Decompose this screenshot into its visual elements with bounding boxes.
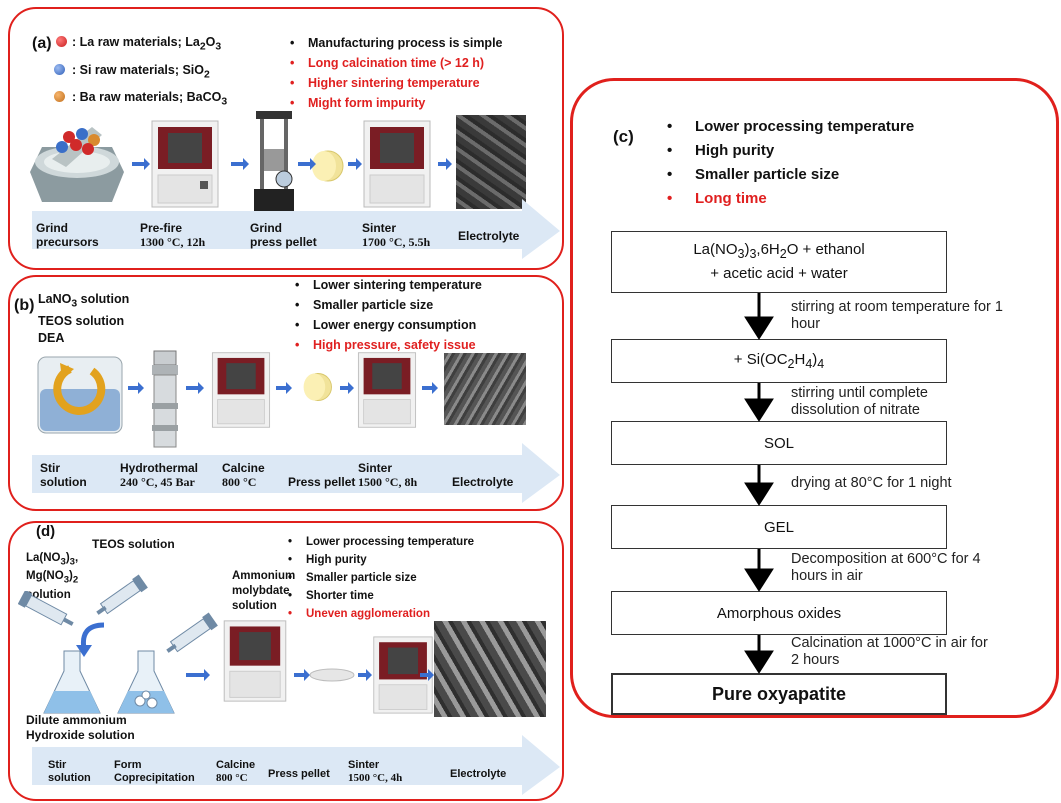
mortar-icon — [30, 127, 124, 202]
flow-box-precursors: La(NO3)3,6H2O + ethanol + acetic acid + … — [611, 231, 947, 293]
bullet-d-2: •High purity — [288, 554, 367, 566]
bullet-d-5: •Uneven agglomeration — [288, 608, 430, 620]
syringe-icon — [166, 612, 218, 653]
furnace-icon — [151, 120, 219, 208]
panel-a: (a) : La raw materials; La2O3 : Si raw m… — [8, 7, 564, 270]
sem-image — [456, 115, 526, 209]
teos-label: TEOS solution — [92, 537, 175, 551]
bullet-c-3: •Smaller particle size — [667, 166, 840, 183]
panel-b-label: (b) — [14, 297, 35, 314]
sem-image — [444, 353, 526, 425]
reagents-b: LaNO3 solution TEOS solution DEA — [38, 292, 130, 345]
legend-si: : Si raw materials; SiO2 — [54, 59, 227, 87]
bullet-a-4: •Might form impurity — [290, 96, 426, 110]
process-arrow-band — [32, 199, 560, 259]
process-arrow-band — [32, 443, 560, 503]
panel-a-label: (a) — [32, 35, 52, 52]
furnace-icon — [211, 352, 271, 428]
step-a-5: Electrolyte — [458, 229, 520, 243]
bullet-a-2: •Long calcination time (> 12 h) — [290, 56, 485, 70]
step-d-6: Electrolyte — [450, 768, 507, 780]
furnace-icon — [223, 620, 287, 702]
press-icon — [254, 111, 294, 211]
step-c-3: drying at 80°C for 1 night — [791, 475, 952, 491]
beaker-icon — [37, 356, 123, 434]
si-ball-icon — [54, 63, 65, 75]
bullet-c-1: •Lower processing temperature — [667, 118, 915, 135]
ba-ball-icon — [54, 91, 65, 102]
legend-la: : La raw materials; La2O3 — [56, 31, 227, 59]
bullet-a-3: •Higher sintering temperature — [290, 76, 480, 90]
curved-arrow-icon — [76, 622, 105, 657]
syringe-icon — [18, 591, 74, 626]
bullet-b-1: •Lower sintering temperature — [295, 278, 482, 292]
bullet-b-2: •Smaller particle size — [295, 298, 434, 312]
furnace-icon — [363, 120, 431, 208]
la-ball-icon — [56, 36, 67, 47]
bullets-c: •Lower processing temperature •High puri… — [667, 115, 914, 211]
bullets-d: •Lower processing temperature •High puri… — [288, 533, 474, 623]
flow-box-gel: GEL — [611, 505, 947, 549]
bullet-b-4: •High pressure, safety issue — [295, 338, 476, 352]
panel-c-label: (c) — [613, 127, 634, 146]
bullets-b: •Lower sintering temperature •Smaller pa… — [295, 275, 482, 355]
bullet-c-2: •High purity — [667, 142, 775, 159]
step-d-4: Press pellet — [268, 768, 330, 780]
panel-c: (c) •Lower processing temperature •High … — [570, 78, 1059, 718]
bullet-d-3: •Smaller particle size — [288, 572, 417, 584]
flow-box-si: + Si(OC2H4)4 — [611, 339, 947, 383]
pellet-icon — [312, 150, 344, 182]
legend-ba: : Ba raw materials; BaCO3 — [54, 86, 227, 114]
bullets-a: •Manufacturing process is simple •Long c… — [290, 33, 503, 113]
flask-icon — [43, 650, 101, 714]
flow-arrows — [128, 382, 438, 394]
bullet-c-4: •Long time — [667, 190, 767, 207]
step-b-6: Electrolyte — [452, 475, 514, 489]
legend-a: : La raw materials; La2O3 : Si raw mater… — [54, 31, 227, 114]
autoclave-icon — [152, 350, 178, 448]
step-b-4: Press pellet — [288, 475, 356, 489]
panel-b: (b) LaNO3 solution TEOS solution DEA •Lo… — [8, 275, 564, 511]
flask-icon — [117, 650, 175, 714]
flow-box-final: Pure oxyapatite — [611, 673, 947, 715]
furnace-icon — [373, 636, 433, 714]
flow-box-amorphous: Amorphous oxides — [611, 591, 947, 635]
reagents-d: La(NO3)3, Mg(NO3)2 solution — [26, 552, 79, 601]
furnace-icon — [357, 352, 417, 428]
bullet-d-1: •Lower processing temperature — [288, 536, 475, 548]
bullet-d-4: •Shorter time — [288, 590, 374, 602]
panel-d: (d) TEOS solution La(NO3)3, Mg(NO3)2 sol… — [8, 521, 564, 801]
sem-image — [434, 621, 546, 717]
flow-down-arrows — [744, 293, 774, 674]
flow-box-sol: SOL — [611, 421, 947, 465]
panel-d-label: (d) — [36, 523, 56, 540]
bullet-a-1: •Manufacturing process is simple — [290, 36, 503, 50]
flow-arrows — [186, 669, 434, 681]
pellet-icon — [303, 373, 332, 401]
flow-arrows — [132, 158, 452, 170]
process-arrow-band — [32, 735, 560, 795]
syringe-icon — [96, 574, 148, 615]
bullet-b-3: •Lower energy consumption — [295, 318, 477, 332]
